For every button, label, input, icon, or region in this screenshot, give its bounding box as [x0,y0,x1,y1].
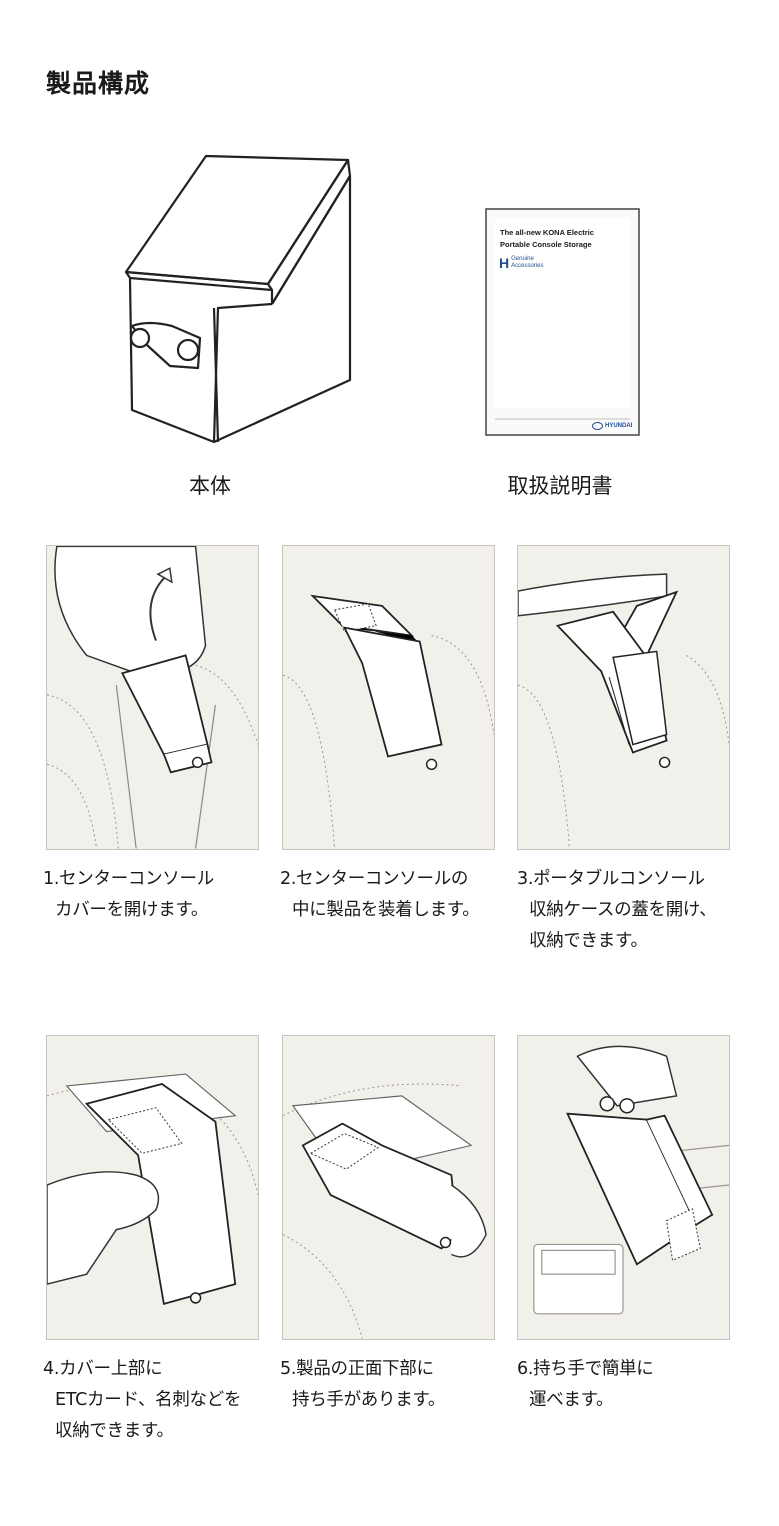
component-label-manual: 取扱説明書 [507,474,613,498]
step-text-line: 製品の正面下部に [296,1359,434,1379]
step-number: 1. [43,869,60,889]
manual-illustration [485,208,641,438]
step-text-line: カバーを開けます。 [55,900,209,920]
step-text-line: ETCカード、名刺などを [55,1390,242,1410]
step-2-image [282,545,495,850]
manual-title-line2: Portable Console Storage [500,240,592,249]
page-title: 製品構成 [46,69,151,98]
hyundai-brand: HYUNDAI [592,422,632,430]
step-4-image [46,1035,259,1340]
step-2-caption: 2.センターコンソールの 中に製品を装着します。 [280,864,512,926]
console-body-illustration [118,140,358,450]
step-text-line: センターコンソールの [296,869,469,889]
step-1-caption: 1.センターコンソール カバーを開けます。 [43,864,275,926]
step-text-line: 収納できます。 [529,931,648,951]
step-text-line: 収納ケースの蓋を開け、 [529,900,717,920]
step-text-line: センターコンソール [59,869,214,889]
badge-line1: Genuine [511,256,534,262]
hyundai-wordmark: HYUNDAI [605,423,633,429]
step-5-image [282,1035,495,1340]
step-number: 6. [517,1359,534,1379]
step-text-line: 収納できます。 [55,1421,174,1441]
step-6-caption: 6.持ち手で簡単に 運べます。 [517,1354,749,1416]
step-text-line: 運べます。 [529,1390,614,1410]
step-text-line: 中に製品を装着します。 [292,900,480,920]
step-text-line: 持ち手で簡単に [533,1359,654,1379]
step-5-caption: 5.製品の正面下部に 持ち手があります。 [280,1354,512,1416]
step-3-caption: 3.ポータブルコンソール 収納ケースの蓋を開け、 収納できます。 [517,864,749,957]
step-number: 4. [43,1359,60,1379]
step-text-line: ポータブルコンソール [533,869,705,889]
step-4-caption: 4.カバー上部に ETCカード、名刺などを 収納できます。 [43,1354,275,1447]
step-3-image [517,545,730,850]
step-number: 3. [517,869,534,889]
step-text-line: カバー上部に [59,1359,163,1379]
h-logo-icon: H [499,255,510,271]
step-number: 2. [280,869,297,889]
badge-line2: Accessories [511,263,544,269]
step-number: 5. [280,1359,297,1379]
step-6-image [517,1035,730,1340]
hyundai-logo-icon [592,422,603,430]
step-text-line: 持ち手があります。 [292,1390,446,1410]
step-1-image [46,545,259,850]
component-label-body: 本体 [189,474,231,498]
genuine-accessories-logo: H Genuine Accessories [499,255,543,271]
manual-title-line1: The all-new KONA Electric [500,228,594,237]
